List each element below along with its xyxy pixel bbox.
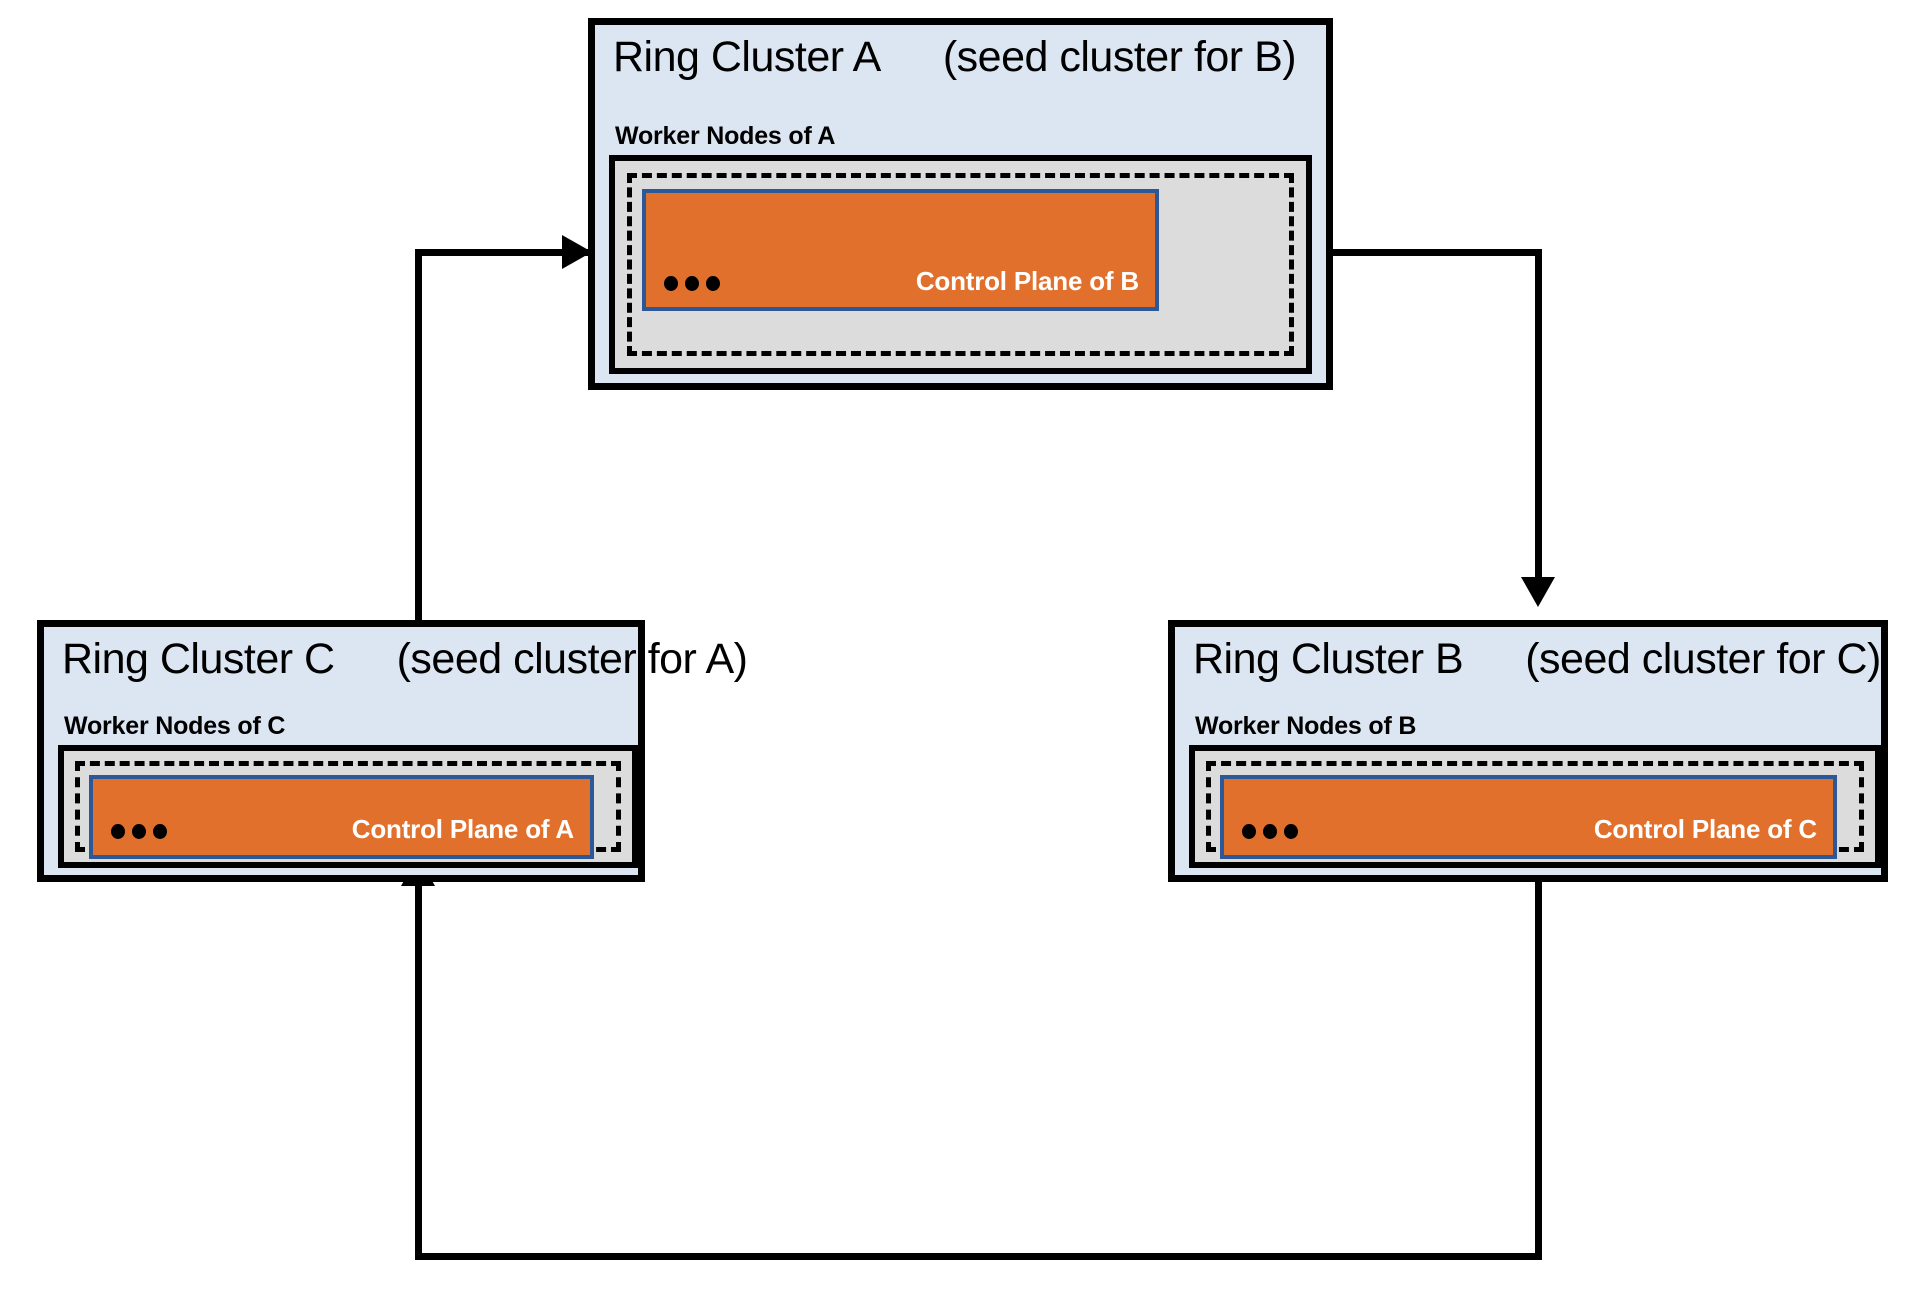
cluster-a-worker-label: Worker Nodes of A — [615, 122, 836, 150]
connector-c-to-a-arrowhead — [562, 235, 592, 269]
cluster-b-dashed-boundary: Control Plane of C — [1206, 761, 1864, 859]
connector-c-to-a-vertical — [415, 249, 422, 621]
connector-b-to-c-vertical-right — [1535, 868, 1542, 1260]
cluster-a-control-plane-label: Control Plane of B — [915, 266, 1139, 296]
connector-a-to-b-horizontal — [1330, 249, 1542, 256]
cluster-b-worker-box[interactable]: Control Plane of C — [1189, 745, 1881, 868]
cluster-b-name: Ring Cluster B — [1193, 635, 1464, 683]
cluster-c-worker-label: Worker Nodes of C — [64, 712, 286, 740]
cluster-b-seed-note: (seed cluster for C) — [1525, 635, 1881, 683]
cluster-a-ellipsis — [664, 276, 720, 291]
cluster-c-ellipsis — [111, 824, 167, 839]
connector-b-to-c-vertical-left — [415, 882, 422, 1260]
cluster-c-worker-box[interactable]: Control Plane of A — [58, 745, 638, 868]
cluster-a-seed-note: (seed cluster for B) — [942, 33, 1297, 81]
ring-cluster-b[interactable]: Ring Cluster B (seed cluster for C) Worke… — [1168, 620, 1888, 882]
cluster-b-title: Ring Cluster B (seed cluster for C) — [1193, 635, 1881, 683]
cluster-c-name: Ring Cluster C — [62, 635, 335, 683]
connector-b-to-c-horizontal — [415, 1253, 1542, 1260]
connector-a-to-b-arrowhead — [1521, 577, 1555, 607]
cluster-c-control-plane[interactable]: Control Plane of A — [89, 775, 594, 859]
cluster-b-ellipsis — [1242, 824, 1298, 839]
cluster-c-title: Ring Cluster C (seed cluster for A) — [62, 635, 748, 683]
cluster-c-control-plane-label: Control Plane of A — [351, 814, 574, 844]
cluster-a-control-plane[interactable]: Control Plane of B — [642, 189, 1159, 311]
cluster-a-title: Ring Cluster A (seed cluster for B) — [613, 33, 1297, 81]
cluster-b-control-plane-label: Control Plane of C — [1593, 814, 1817, 844]
connector-c-to-a-horizontal — [415, 249, 590, 256]
cluster-c-seed-note: (seed cluster for A) — [396, 635, 748, 683]
cluster-b-worker-label: Worker Nodes of B — [1195, 712, 1417, 740]
cluster-c-dashed-boundary: Control Plane of A — [75, 761, 621, 859]
ring-cluster-a[interactable]: Ring Cluster A (seed cluster for B) Worke… — [588, 18, 1333, 390]
cluster-a-name: Ring Cluster A — [613, 33, 881, 81]
cluster-a-dashed-boundary: Control Plane of B — [627, 173, 1294, 356]
ring-cluster-c[interactable]: Ring Cluster C (seed cluster for A) Worke… — [37, 620, 748, 882]
cluster-a-worker-box[interactable]: Control Plane of B — [609, 155, 1312, 374]
cluster-b-control-plane[interactable]: Control Plane of C — [1220, 775, 1837, 859]
connector-a-to-b-vertical — [1535, 249, 1542, 599]
